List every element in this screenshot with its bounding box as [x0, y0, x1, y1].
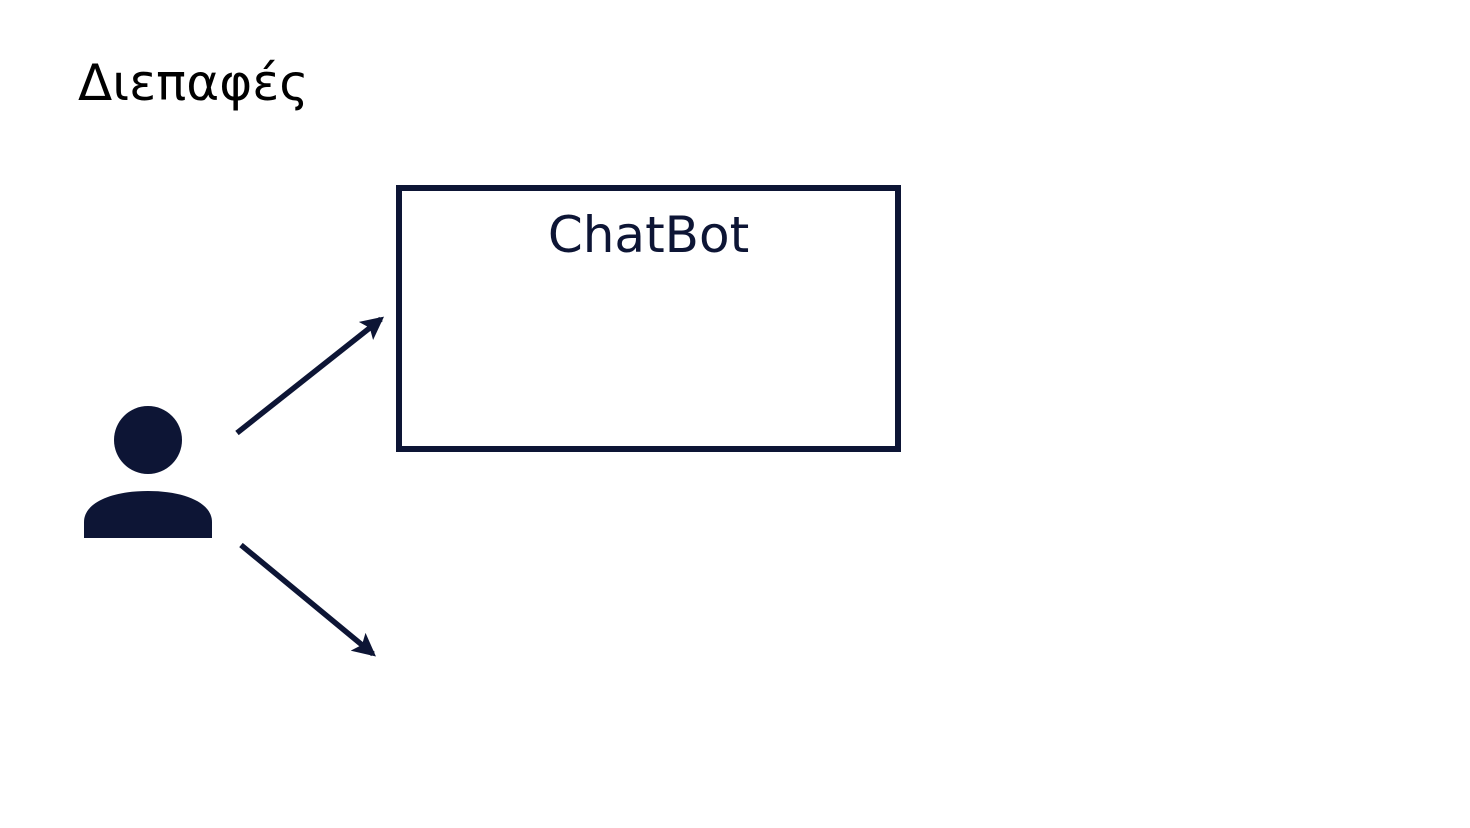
page-title: Διεπαφές: [78, 54, 309, 112]
chatbot-node[interactable]: ChatBot: [396, 185, 901, 452]
person-icon: [84, 406, 212, 538]
arrow-user-to-offscreen: [239, 542, 376, 657]
chatbot-node-label: ChatBot: [547, 206, 750, 264]
user-node[interactable]: [80, 403, 220, 545]
arrow-user-to-chatbot: [235, 316, 385, 436]
